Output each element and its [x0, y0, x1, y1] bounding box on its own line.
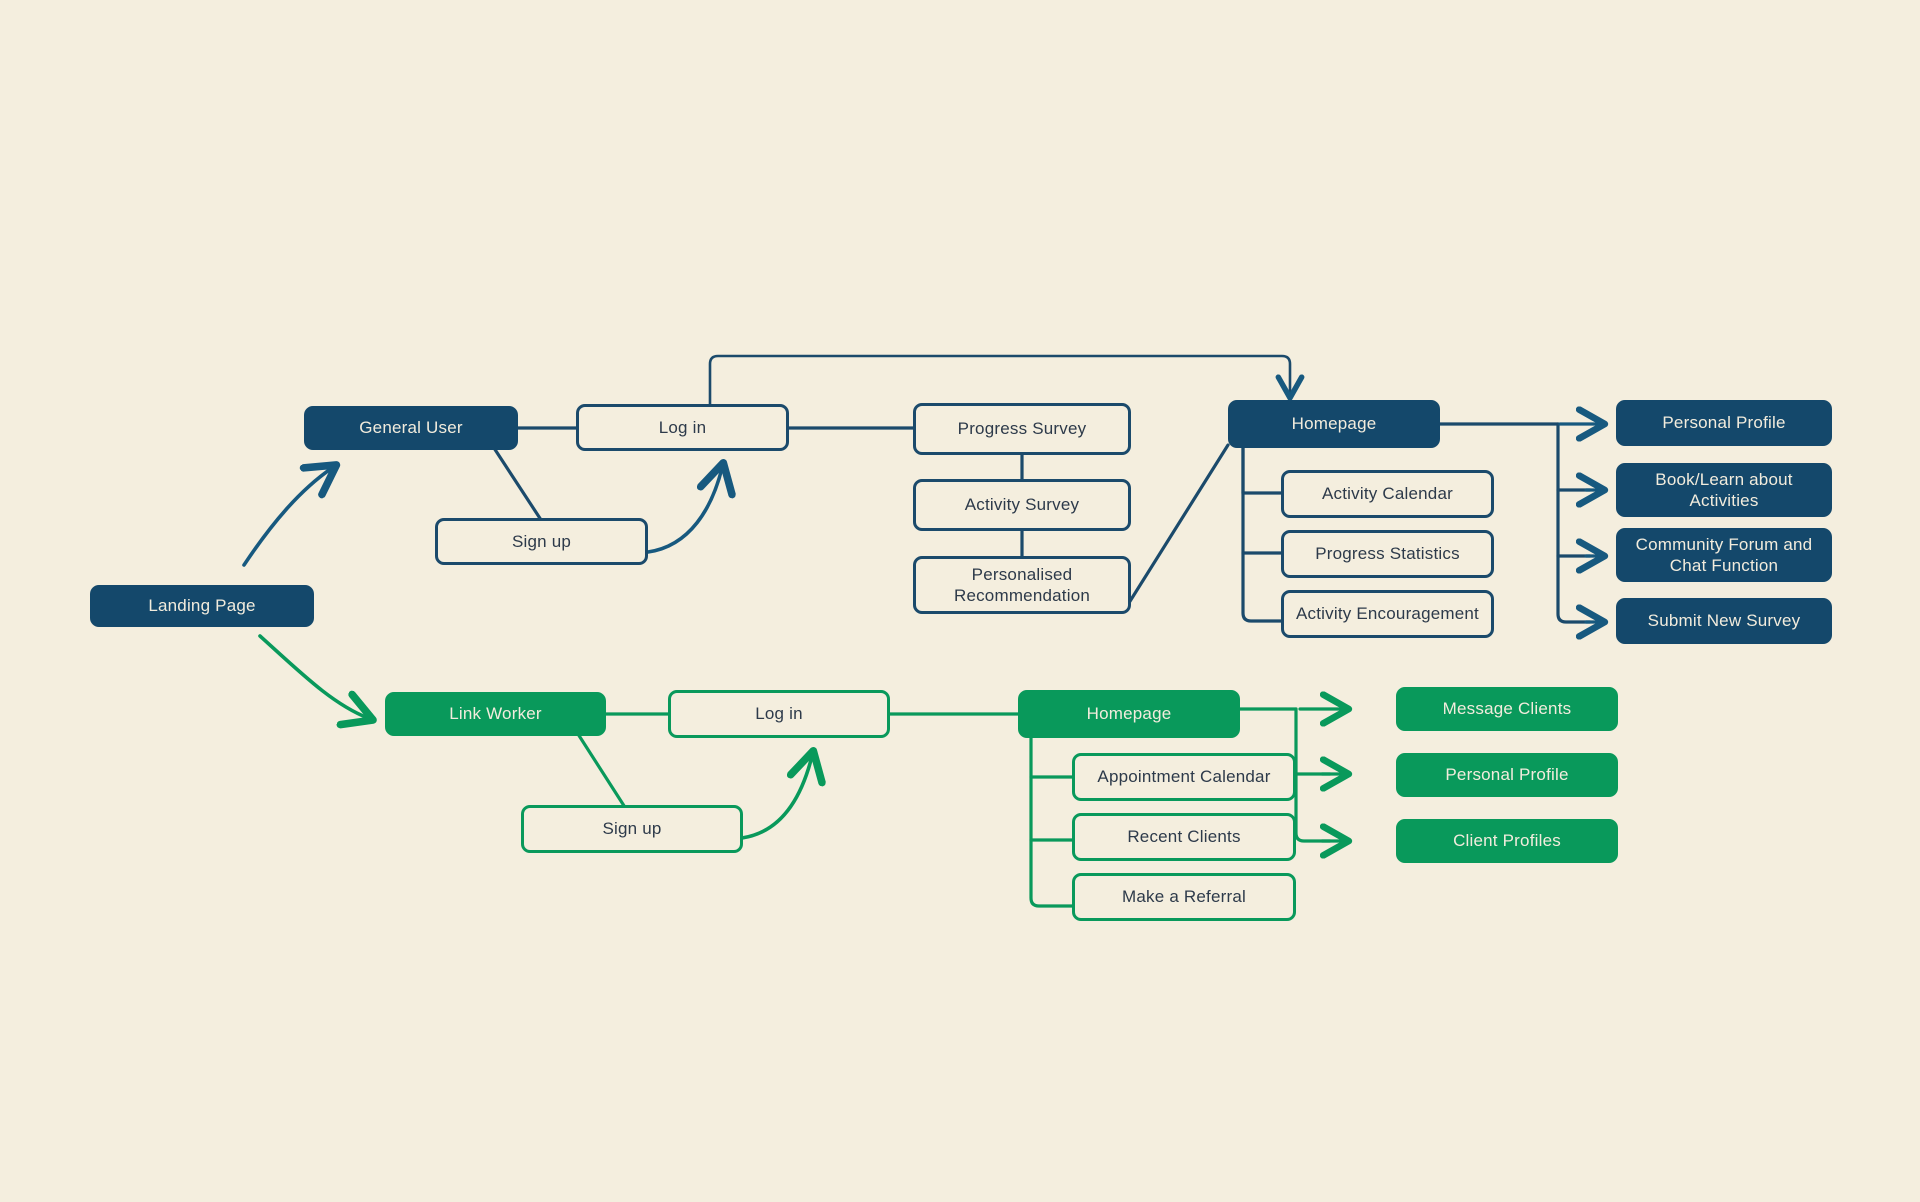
node-progress-survey[interactable]: Progress Survey	[913, 403, 1131, 455]
node-label: General User	[359, 418, 463, 438]
node-activity-survey[interactable]: Activity Survey	[913, 479, 1131, 531]
node-label: Activity Calendar	[1322, 484, 1453, 504]
node-label: Homepage	[1291, 414, 1377, 434]
node-link-worker-signup[interactable]: Sign up	[521, 805, 743, 853]
node-label: Activity Survey	[964, 495, 1080, 515]
node-message-clients[interactable]: Message Clients	[1396, 687, 1618, 731]
node-book-learn-activities[interactable]: Book/Learn about Activities	[1616, 463, 1832, 517]
node-link-worker-login[interactable]: Log in	[668, 690, 890, 738]
background-artifact	[690, 160, 696, 177]
node-client-profiles[interactable]: Client Profiles	[1396, 819, 1618, 863]
node-label: Community Forum and Chat Function	[1635, 534, 1813, 575]
node-general-user-homepage[interactable]: Homepage	[1228, 400, 1440, 448]
node-link-worker[interactable]: Link Worker	[385, 692, 606, 736]
node-label: Homepage	[1086, 704, 1172, 724]
node-link-worker-homepage[interactable]: Homepage	[1018, 690, 1240, 738]
node-landing-page[interactable]: Landing Page	[90, 585, 314, 627]
node-label: Progress Statistics	[1315, 544, 1460, 564]
node-label: Submit New Survey	[1647, 611, 1801, 631]
node-label: Personal Profile	[1445, 765, 1569, 785]
node-label: Book/Learn about Activities	[1655, 469, 1793, 510]
node-community-forum-chat[interactable]: Community Forum and Chat Function	[1616, 528, 1832, 582]
node-label: Message Clients	[1442, 699, 1572, 719]
node-personal-profile-user[interactable]: Personal Profile	[1616, 400, 1832, 446]
node-label: Log in	[658, 417, 707, 437]
node-activity-calendar[interactable]: Activity Calendar	[1281, 470, 1494, 518]
node-label: Sign up	[511, 531, 572, 551]
node-submit-new-survey[interactable]: Submit New Survey	[1616, 598, 1832, 644]
node-general-user-login[interactable]: Log in	[576, 404, 789, 451]
node-label: Personal Profile	[1662, 413, 1786, 433]
node-personalised-recommendation[interactable]: Personalised Recommendation	[913, 556, 1131, 614]
node-general-user[interactable]: General User	[304, 406, 518, 450]
node-label: Link Worker	[449, 704, 542, 724]
node-progress-statistics[interactable]: Progress Statistics	[1281, 530, 1494, 578]
node-personal-profile-worker[interactable]: Personal Profile	[1396, 753, 1618, 797]
node-label: Recent Clients	[1127, 827, 1241, 847]
node-make-a-referral[interactable]: Make a Referral	[1072, 873, 1296, 921]
node-appointment-calendar[interactable]: Appointment Calendar	[1072, 753, 1296, 801]
node-label: Personalised Recommendation	[953, 564, 1091, 605]
node-label: Progress Survey	[957, 419, 1087, 439]
node-activity-encouragement[interactable]: Activity Encouragement	[1281, 590, 1494, 638]
node-label: Sign up	[602, 819, 662, 839]
node-label: Activity Encouragement	[1296, 604, 1479, 624]
node-label: Make a Referral	[1122, 887, 1246, 907]
node-label: Appointment Calendar	[1097, 767, 1271, 787]
node-recent-clients[interactable]: Recent Clients	[1072, 813, 1296, 861]
node-label: Log in	[755, 704, 803, 724]
node-label: Client Profiles	[1453, 831, 1561, 851]
node-general-user-signup[interactable]: Sign up	[435, 518, 648, 565]
node-label: Landing Page	[148, 596, 256, 616]
